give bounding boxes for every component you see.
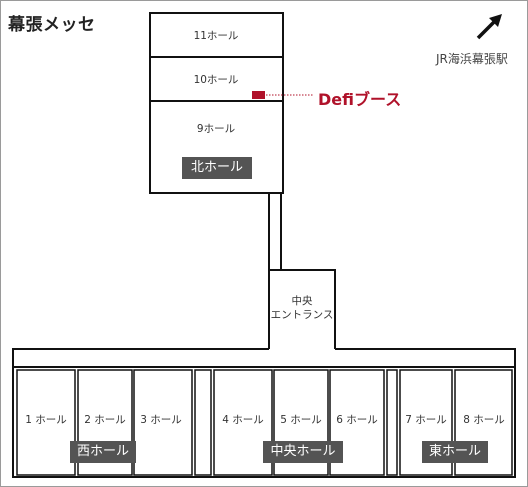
hall-9-label: 9ホール xyxy=(197,123,235,135)
hall-1-room xyxy=(16,369,76,476)
hall-7-room xyxy=(399,369,453,476)
north-building xyxy=(149,12,284,194)
arrow-icon xyxy=(476,14,502,40)
central-hall-badge: 中央ホール xyxy=(263,441,343,463)
hall-6-room xyxy=(329,369,385,476)
hall-8-label: 8 ホール xyxy=(463,414,505,426)
west-hall-badge: 西ホール xyxy=(70,441,136,463)
hall-3-room xyxy=(133,369,193,476)
central-entrance-block xyxy=(269,269,336,349)
hall-4-label: 4 ホール xyxy=(222,414,264,426)
hall-10-label: 10ホール xyxy=(194,74,239,86)
station-label: JR海浜幕張駅 xyxy=(436,52,508,66)
hall-2-room xyxy=(77,369,133,476)
hall-7-label: 7 ホール xyxy=(405,414,447,426)
hall-5-room xyxy=(273,369,329,476)
hall-5-label: 5 ホール xyxy=(280,414,322,426)
east-hall-badge: 東ホール xyxy=(422,441,488,463)
hall-1-label: 1 ホール xyxy=(25,414,67,426)
defi-booth-label: Defiブース xyxy=(318,90,402,109)
hall-3-label: 3 ホール xyxy=(140,414,182,426)
south-building xyxy=(12,348,516,478)
defi-booth-marker xyxy=(252,91,265,99)
hall-8-room xyxy=(454,369,513,476)
hall-2-label: 2 ホール xyxy=(84,414,126,426)
hall-4-room xyxy=(213,369,273,476)
central-entrance-label-1: 中央 xyxy=(292,294,313,307)
north-hall-badge: 北ホール xyxy=(182,157,252,179)
map-title: 幕張メッセ xyxy=(8,15,96,35)
central-entrance-label-2: エントランス xyxy=(271,309,334,321)
hall-6-label: 6 ホール xyxy=(336,414,378,426)
service-room xyxy=(194,369,212,476)
service-room xyxy=(386,369,398,476)
hall-11-label: 11ホール xyxy=(194,30,239,42)
